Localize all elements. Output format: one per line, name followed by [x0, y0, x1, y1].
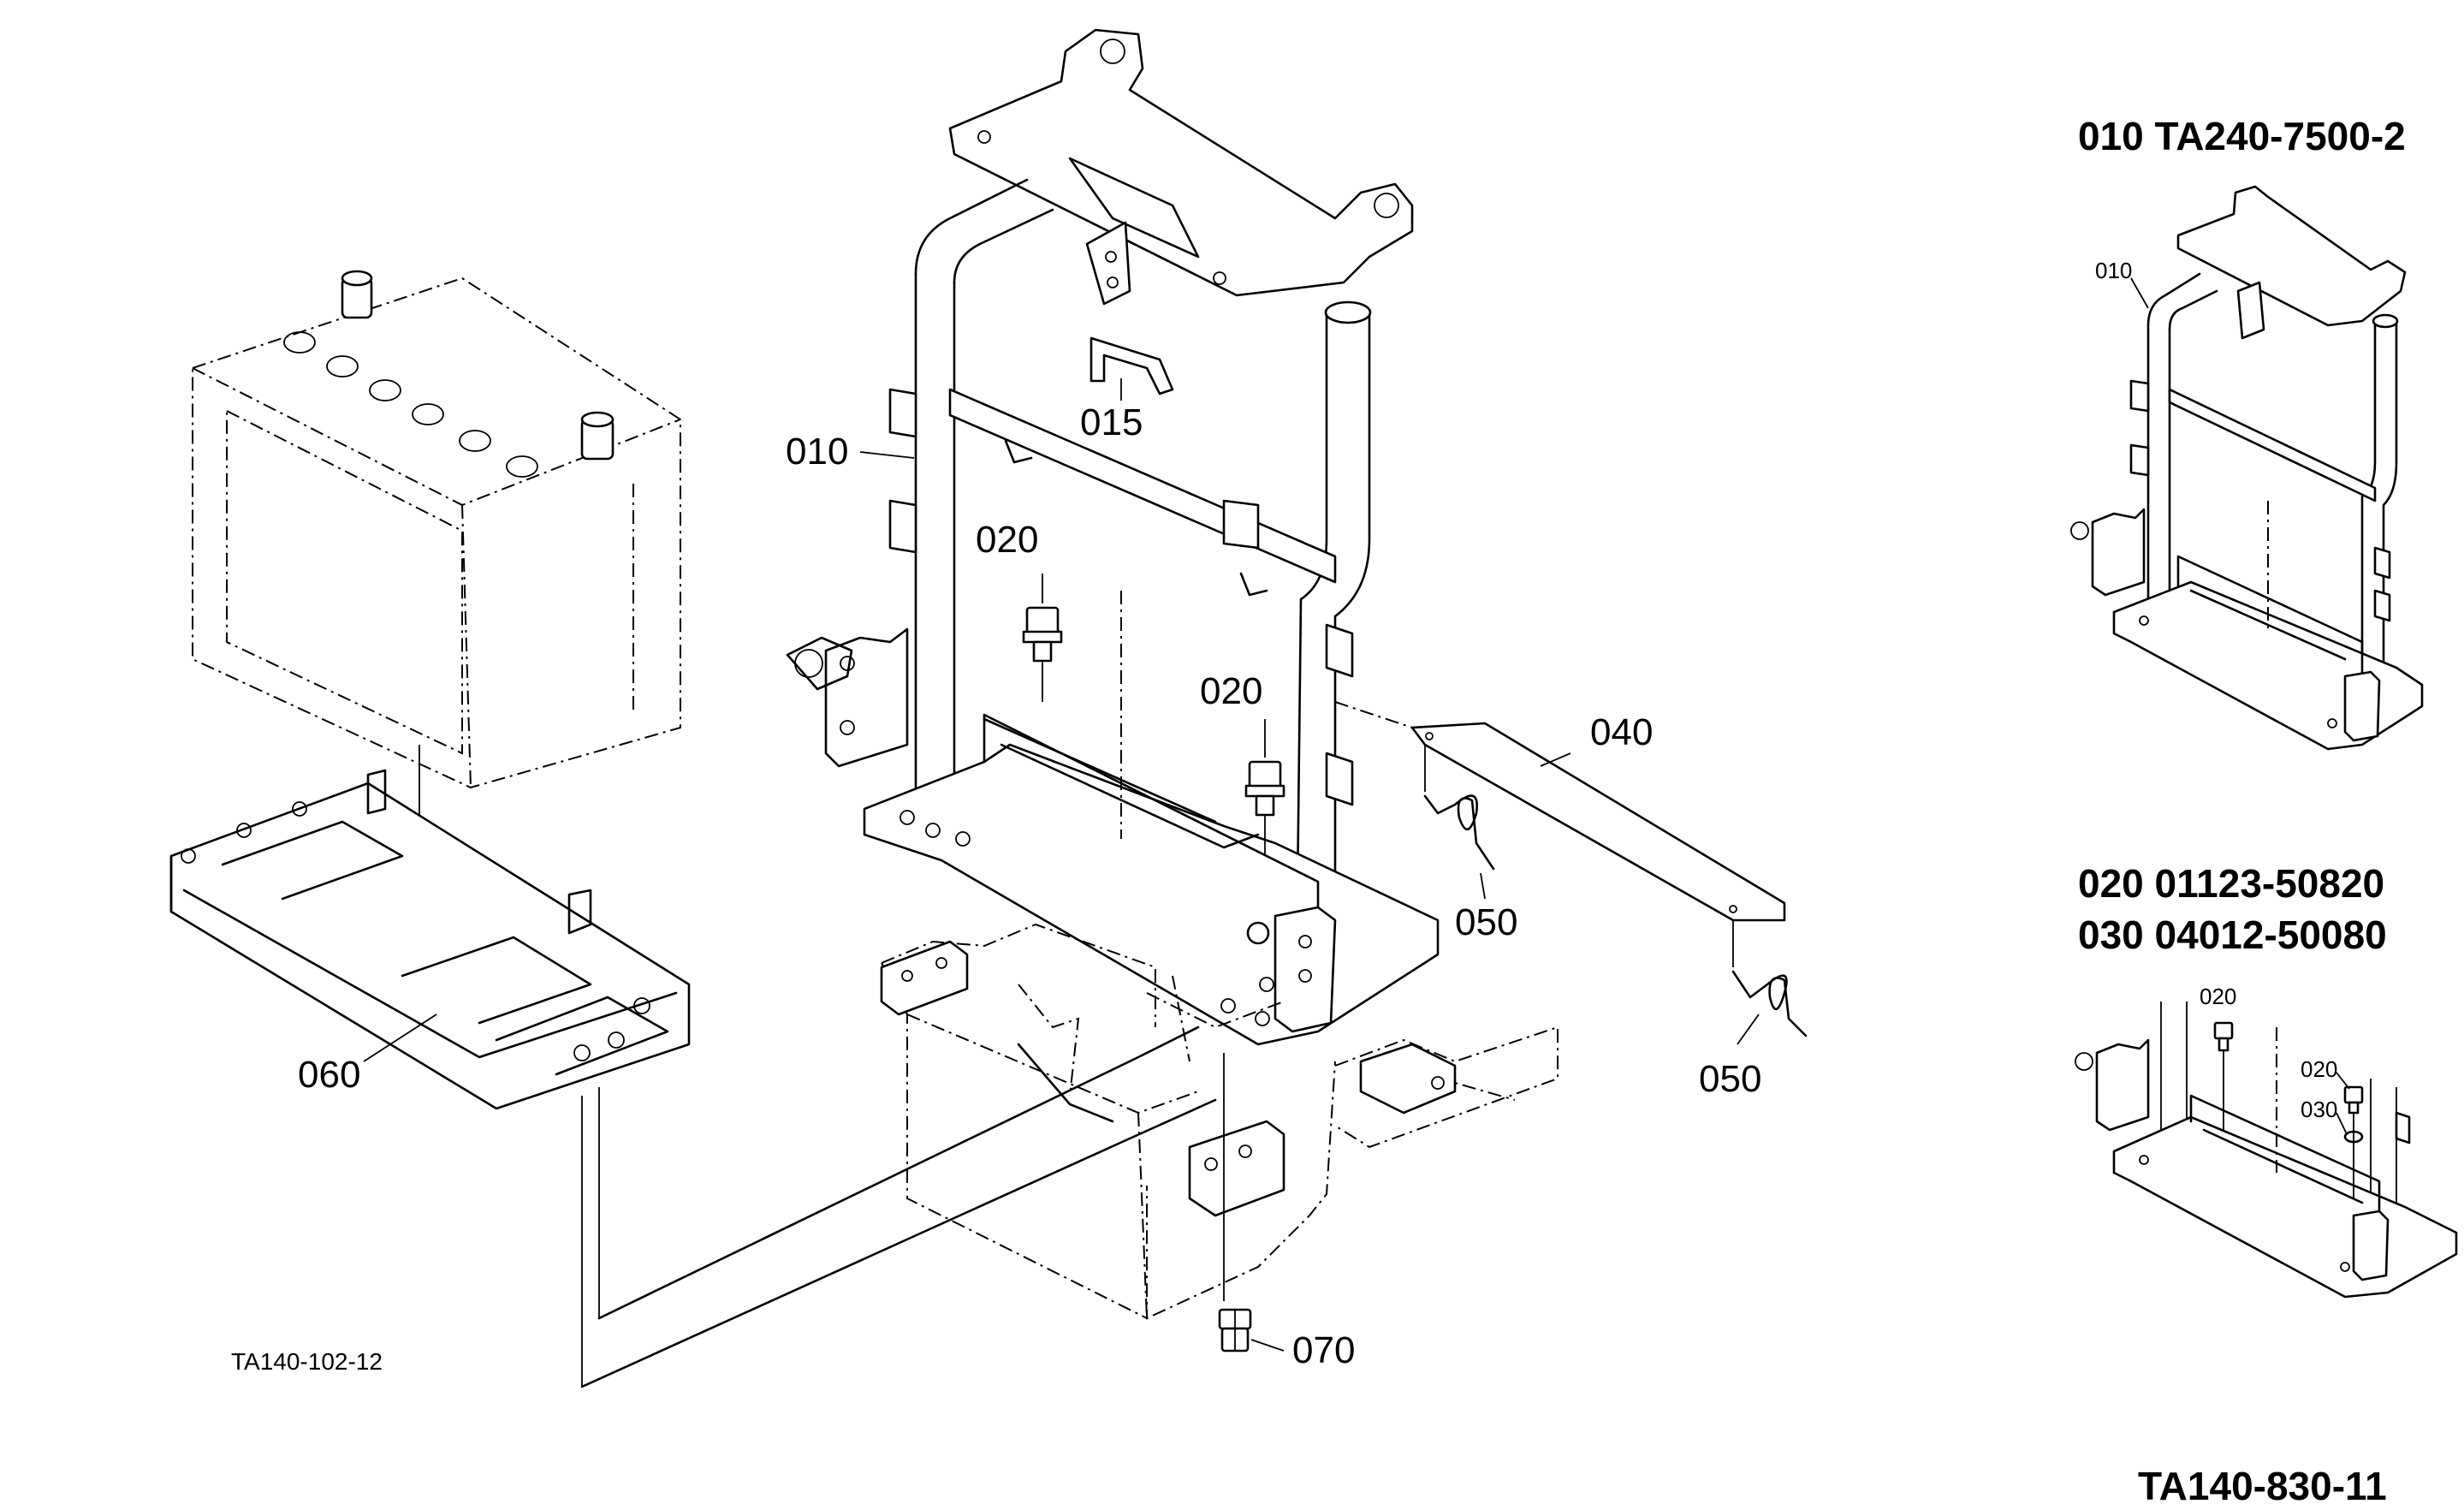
- callout-070: 070: [1292, 1329, 1355, 1371]
- leader-lines: [363, 378, 1760, 1352]
- bolt-020-right: [1244, 760, 1285, 856]
- reference-callout-020-top: 020: [2200, 984, 2236, 1009]
- callout-020-left: 020: [976, 519, 1038, 561]
- drawing-number-main: TA140-102-12: [231, 1348, 383, 1375]
- nut-070: [1218, 1308, 1252, 1352]
- reference-heading-010: 010 TA240-7500-2: [2078, 114, 2406, 158]
- reference-callout-010: 010: [2095, 258, 2132, 283]
- reference-frame-drawing: [2070, 185, 2424, 751]
- reference-bolt-drawing: [2075, 1002, 2458, 1299]
- reference-callout-030: 030: [2301, 1097, 2337, 1122]
- bolt-020-left: [1022, 606, 1063, 702]
- cover-plate-040: [1334, 701, 1786, 967]
- callout-060: 060: [298, 1054, 360, 1096]
- reference-panel: 010 TA240-7500-2: [2070, 114, 2458, 1299]
- battery-frame-010: [786, 28, 1440, 1062]
- spring-050-left: [1423, 794, 1495, 871]
- callout-050-left: 050: [1455, 901, 1517, 943]
- spring-050-right: [1731, 970, 1808, 1037]
- callout-015: 015: [1080, 401, 1143, 443]
- machine-chassis: [580, 923, 1559, 1388]
- reference-callout-020-right: 020: [2301, 1056, 2337, 1082]
- drawing-number-sheet: TA140-830-11: [2138, 1464, 2387, 1508]
- callout-020-right: 020: [1200, 670, 1262, 712]
- callout-050-right: 050: [1699, 1058, 1761, 1100]
- battery-tray-060: [169, 769, 691, 1387]
- callout-040: 040: [1590, 711, 1653, 753]
- reference-heading-020: 020 01123-50820: [2078, 861, 2384, 906]
- callout-010: 010: [786, 431, 848, 473]
- reference-heading-030: 030 04012-50080: [2078, 913, 2387, 957]
